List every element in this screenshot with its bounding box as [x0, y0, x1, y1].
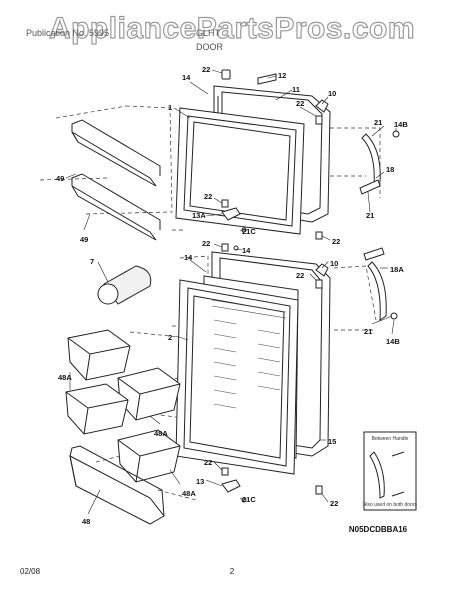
callout-12: 12 [278, 71, 286, 80]
door-bin-upper-left [67, 329, 131, 381]
inset-note: Also used on both doors [363, 502, 417, 508]
callout-2: 2 [168, 333, 172, 342]
fresh-food-door-gasket [175, 279, 299, 475]
callout-22: 22 [202, 65, 210, 74]
callout-22: 22 [332, 237, 340, 246]
fresh-food-handle [363, 247, 398, 321]
freezer-handle [359, 130, 400, 195]
callout-18: 18 [386, 165, 394, 174]
freezer-shelf-lower [71, 173, 161, 241]
callout-21c: 21C [242, 495, 256, 504]
model-label: GLHT [196, 28, 221, 38]
callout-22: 22 [296, 99, 304, 108]
callout-22: 22 [330, 499, 338, 508]
door-bin-lower-right [117, 429, 181, 483]
footer-page-number: 2 [230, 567, 235, 576]
callout-1: 1 [168, 103, 172, 112]
egg-bucket [97, 265, 152, 305]
inset-title: Between Handle [372, 436, 409, 442]
footer-date: 02/08 [20, 567, 41, 576]
callout-14: 14 [242, 246, 251, 255]
callout-10: 10 [330, 259, 338, 268]
callout-11: 11 [292, 85, 300, 94]
callout-48a: 48A [154, 429, 168, 438]
hardware-top [221, 69, 329, 240]
callout-14b: 14B [386, 337, 400, 346]
publication-number: Publication No. 5995 [26, 28, 109, 38]
callout-10: 10 [328, 89, 336, 98]
door-rack-stubs [211, 299, 287, 409]
leader-lines [65, 69, 397, 515]
drawing-code: N05DCDBBA16 [349, 525, 408, 534]
callout-14: 14 [184, 253, 193, 262]
callout-49: 49 [80, 235, 88, 244]
callout-21: 21 [364, 327, 372, 336]
callout-14: 14 [182, 73, 191, 82]
hardware-bottom [221, 243, 329, 503]
callout-13: 13 [196, 477, 204, 486]
callout-48a: 48A [182, 489, 196, 498]
watermark-text: AppliancePartsPros.com [49, 12, 415, 45]
door-rack-bottom [69, 445, 165, 525]
section-title: DOOR [196, 42, 224, 52]
callout-13a: 13A [192, 211, 206, 220]
door-bin-lower-left [65, 383, 129, 435]
callout-22: 22 [204, 192, 212, 201]
callout-22: 22 [296, 271, 304, 280]
freezer-shelf-upper [71, 119, 161, 187]
callout-15: 15 [328, 437, 336, 446]
callout-48a: 48A [58, 373, 72, 382]
freezer-door-gasket [175, 107, 305, 235]
callout-48: 48 [82, 517, 90, 526]
callout-21: 21 [366, 211, 374, 220]
door-bin-upper-right [117, 367, 181, 421]
callout-21c: 21C [242, 227, 256, 236]
callout-7: 7 [90, 257, 94, 266]
callout-labels: 22 12 14 11 1 10 22 21 14B 18 49 22 13A … [56, 65, 408, 526]
callout-21: 21 [374, 118, 382, 127]
between-handle-inset: Between Handle Also used on both doors [363, 431, 417, 511]
callout-18a: 18A [390, 265, 404, 274]
callout-49: 49 [56, 174, 64, 183]
callout-22: 22 [204, 458, 212, 467]
callout-14b: 14B [394, 120, 408, 129]
callout-22: 22 [202, 239, 210, 248]
